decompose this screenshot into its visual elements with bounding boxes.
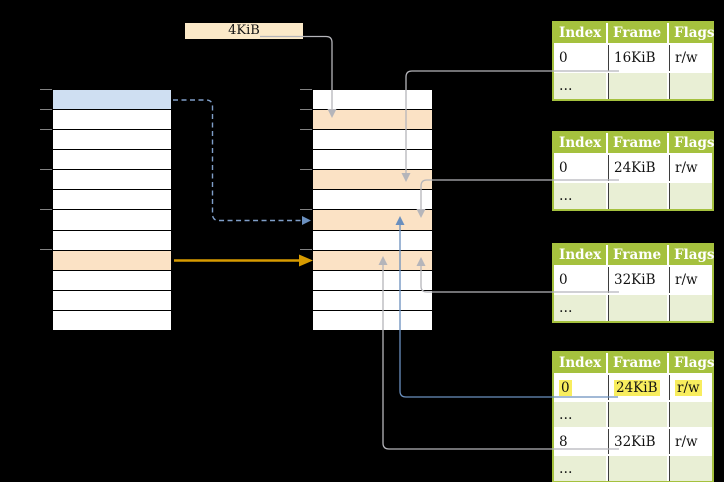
virtual-page-row [53, 310, 171, 330]
physical-frame-row [313, 310, 432, 330]
column-header: Frame [608, 133, 667, 153]
physical-memory-tick [300, 209, 312, 210]
page-table-cell [669, 73, 712, 99]
column-header: Index [554, 245, 606, 265]
virtual-memory-tick [40, 129, 52, 130]
page-table-cell: … [554, 402, 606, 427]
column-header: Frame [608, 353, 667, 373]
page-table-cell [669, 456, 712, 481]
virtual-page-row [53, 270, 171, 291]
page-size-label: 4KiB [185, 23, 303, 39]
page-table-cell [669, 402, 712, 427]
page-table-cell [669, 295, 712, 321]
page-table-cell: 32KiB [608, 267, 667, 293]
column-header: Flags [669, 353, 715, 373]
virtual-page-row [53, 290, 171, 311]
physical-frame-row [313, 90, 432, 111]
physical-memory-tick [300, 249, 312, 250]
physical-memory-tick [300, 129, 312, 130]
page-table-cell: 8 [554, 429, 606, 454]
virtual-memory-tick [40, 249, 52, 250]
page-table-cell: … [554, 295, 606, 321]
physical-frame-row [313, 270, 432, 291]
highlighted-value: 0 [559, 379, 572, 396]
arrowhead-right-icon [302, 216, 311, 225]
physical-frame-row [313, 110, 432, 131]
page-table-cell [608, 402, 667, 427]
virtual-page-row [53, 210, 171, 231]
pointer-virtual-page-translation [173, 99, 301, 222]
virtual-memory-tick [40, 89, 52, 90]
highlighted-value: r/w [675, 379, 702, 396]
physical-memory-tick [300, 169, 312, 170]
physical-frame-row [313, 190, 432, 211]
column-header: Flags [669, 133, 715, 153]
virtual-page-row [53, 150, 171, 171]
page-table-cell: r/w [669, 267, 712, 293]
page-table-cell: … [554, 183, 606, 209]
page-table-cell: … [554, 73, 606, 99]
page-table-cell [669, 183, 712, 209]
column-header: Frame [608, 245, 667, 265]
page-table-cell: 0 [554, 155, 606, 181]
physical-frame-row [313, 130, 432, 151]
page-table-cell: r/w [669, 375, 712, 400]
arrowhead-right-icon [299, 254, 313, 267]
virtual-page-row [53, 90, 171, 111]
physical-memory-tick [300, 89, 312, 90]
page-table-cell: r/w [669, 45, 712, 71]
physical-frame-row [313, 250, 432, 271]
virtual-memory-tick [40, 169, 52, 170]
page-table-cell: 0 [554, 375, 606, 400]
page-table-cell: 0 [554, 45, 606, 71]
column-header: Flags [669, 23, 715, 43]
virtual-page-row [53, 130, 171, 151]
page-table-cell [608, 295, 667, 321]
physical-frame-row [313, 230, 432, 251]
page-table-cell: 16KiB [608, 45, 667, 71]
page-table-cell: 32KiB [608, 429, 667, 454]
column-header: Frame [608, 23, 667, 43]
physical-memory-tick [300, 109, 312, 110]
column-header: Index [554, 23, 606, 43]
physical-memory-table [312, 89, 433, 331]
virtual-memory-table [52, 89, 172, 331]
physical-frame-row [313, 170, 432, 191]
page-table-cell [608, 456, 667, 481]
virtual-page-row [53, 250, 171, 271]
highlighted-value: 24KiB [614, 379, 660, 396]
column-header: Flags [669, 245, 715, 265]
page-table-cell: r/w [669, 155, 712, 181]
virtual-page-row [53, 110, 171, 131]
virtual-memory-tick [40, 209, 52, 210]
virtual-page-row [53, 230, 171, 251]
physical-frame-row [313, 290, 432, 311]
page-table-cell: r/w [669, 429, 712, 454]
page-table-cell: 24KiB [608, 375, 667, 400]
column-header: Index [554, 133, 606, 153]
column-header: Index [554, 353, 606, 373]
virtual-page-row [53, 190, 171, 211]
page-table-cell: 0 [554, 267, 606, 293]
virtual-memory-tick [40, 109, 52, 110]
physical-frame-row [313, 150, 432, 171]
page-table-cell: … [554, 456, 606, 481]
virtual-page-row [53, 170, 171, 191]
page-table-cell [608, 183, 667, 209]
page-table-cell [608, 73, 667, 99]
page-table-cell: 24KiB [608, 155, 667, 181]
physical-frame-row [313, 210, 432, 231]
